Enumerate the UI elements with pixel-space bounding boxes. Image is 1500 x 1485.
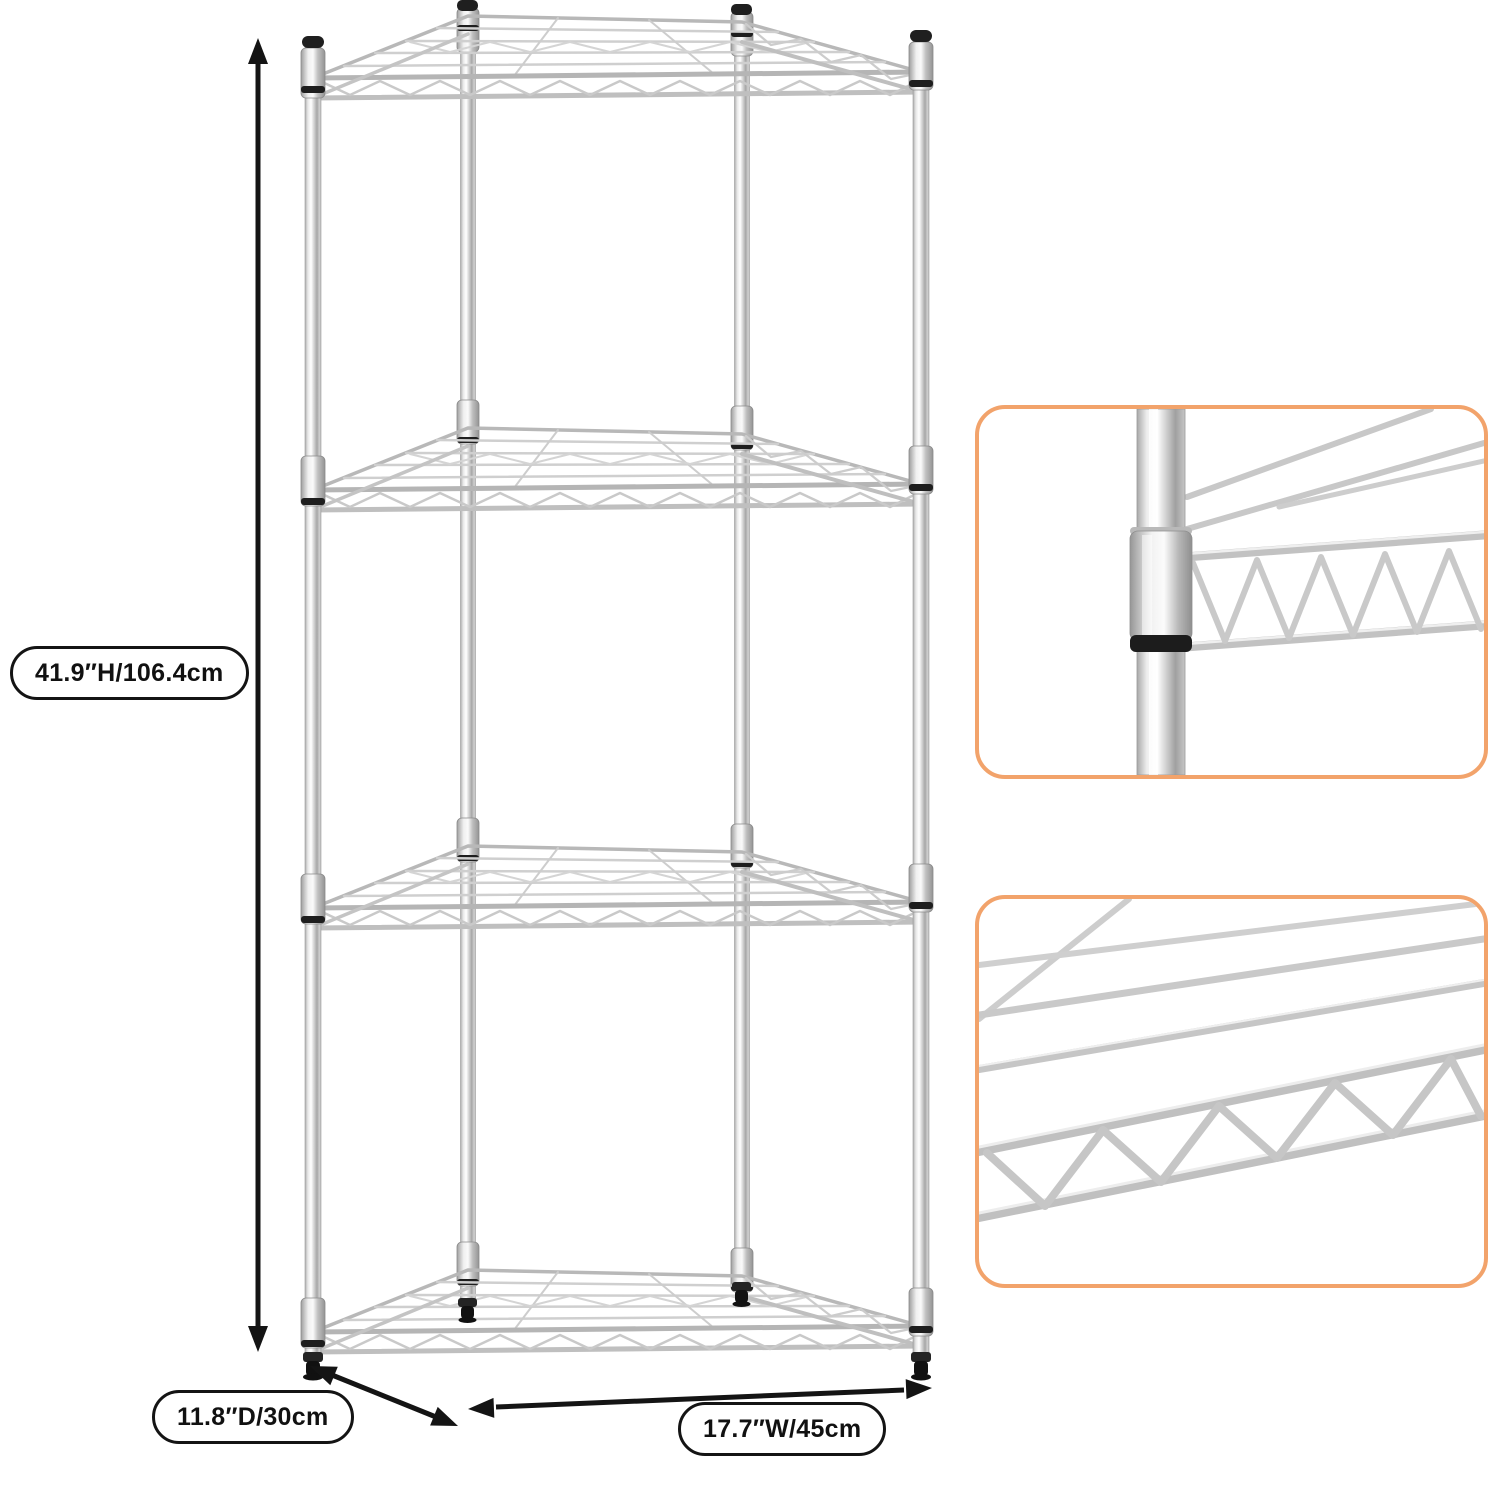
pole-back-right <box>734 9 750 1287</box>
pole-front-left <box>304 43 322 1359</box>
closeup-shelf-wires <box>1180 409 1484 652</box>
pole-clamp-closeup <box>1129 409 1484 775</box>
closeup-collar-clamp <box>1129 527 1193 652</box>
height-dimension-label: 41.9″H/106.4cm <box>10 646 249 700</box>
shelf-tier-2 <box>310 426 924 513</box>
back-pole-collars <box>456 7 754 1293</box>
closeup-mesh-wires <box>979 899 1484 1222</box>
shelf-tier-1 <box>310 14 924 101</box>
wire-mesh-closeup <box>979 899 1484 1222</box>
detail-callout-wire-mesh <box>975 895 1488 1288</box>
width-arrow <box>468 1379 932 1418</box>
pole-top-caps <box>302 0 932 48</box>
detail-callout-pole-connection <box>975 405 1488 779</box>
front-pole-collars <box>300 41 934 1349</box>
leveling-feet <box>303 1282 931 1381</box>
width-dimension-label: 17.7″W/45cm <box>678 1402 887 1456</box>
shelf-tier-3 <box>310 844 924 931</box>
depth-arrow <box>310 1366 458 1426</box>
pole-back-left <box>460 5 476 1303</box>
depth-dimension-label: 11.8″D/30cm <box>152 1390 354 1444</box>
pole-front-right <box>912 37 930 1357</box>
shelf-tier-4 <box>310 1268 924 1355</box>
height-arrow <box>248 38 268 1352</box>
